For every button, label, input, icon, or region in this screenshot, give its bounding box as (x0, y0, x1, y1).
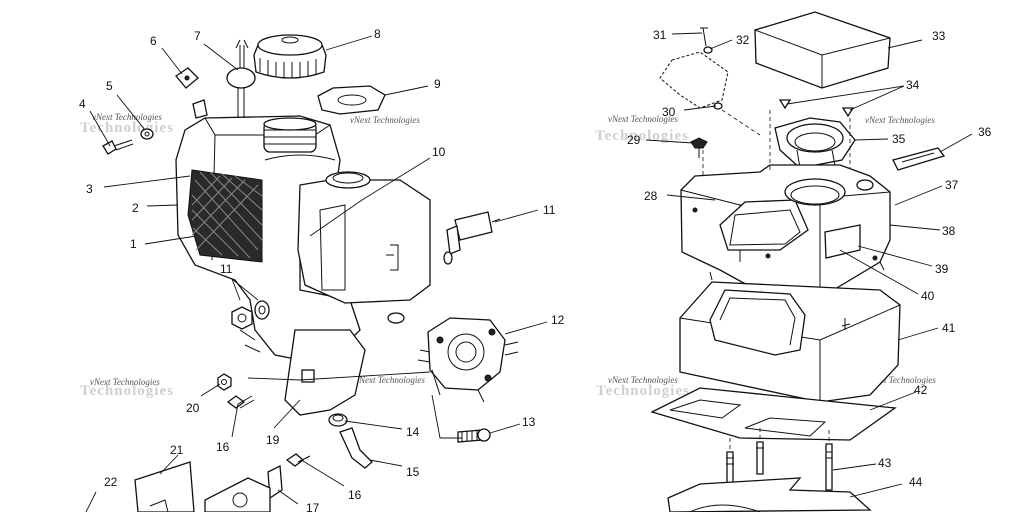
grommet (254, 300, 270, 320)
callout-16: 16 (216, 440, 230, 454)
callout-38: 38 (942, 224, 956, 238)
callout-41: 41 (942, 321, 956, 335)
callout-35: 35 (892, 132, 906, 146)
fuel-pump (427, 317, 506, 391)
screw (226, 395, 246, 409)
callout-36: 36 (978, 125, 992, 139)
fuel-fitting (328, 413, 348, 427)
callout-12: 12 (551, 313, 565, 327)
callout-44: 44 (909, 475, 923, 489)
watermark: vNext Technologies (90, 377, 160, 387)
cap-gasket (317, 85, 386, 115)
plate-gasket (134, 461, 195, 512)
screw (285, 453, 305, 467)
mounting-stud (756, 441, 764, 475)
callout-7: 7 (194, 29, 201, 43)
callout-2: 2 (132, 201, 139, 215)
heat-shield-mesh (187, 169, 263, 263)
leader-lines (85, 32, 973, 512)
callout-15: 15 (406, 465, 420, 479)
lower-plate (667, 477, 872, 512)
callout-34: 34 (906, 78, 920, 92)
callout-39: 39 (935, 262, 949, 276)
callout-17: 17 (306, 501, 320, 512)
callout-40: 40 (921, 289, 935, 303)
callout-10: 10 (432, 145, 446, 159)
callout-4: 4 (79, 97, 86, 111)
callout-3: 3 (86, 182, 93, 196)
callout-20: 20 (186, 401, 200, 415)
callout-19: 19 (266, 433, 280, 447)
push-pin (690, 137, 708, 149)
watermark: vNext Technologies (866, 375, 936, 385)
callout-30: 30 (662, 105, 676, 119)
callout-8: 8 (374, 27, 381, 41)
watermark: vNext Technologies (608, 375, 678, 385)
mounting-plate (650, 387, 897, 441)
callout-28: 28 (644, 189, 658, 203)
nut (217, 373, 232, 391)
fuel-sender-cap (226, 67, 256, 89)
tank-mount-bracket (284, 329, 366, 416)
callout-labels: 1 2 3 4 5 6 7 8 9 10 11 11 12 13 14 15 1… (79, 27, 992, 512)
outlet-fitting (387, 312, 405, 324)
watermark: vNext Technologies (865, 115, 935, 125)
fuel-tank-assembly (175, 115, 431, 416)
callout-6: 6 (150, 34, 157, 48)
cover-label (824, 224, 861, 259)
watermark: vNext Technologies (92, 112, 162, 122)
callout-22: 22 (104, 475, 118, 489)
watermark-ghost: Technologies (595, 128, 689, 144)
watermark-ghost: Technologies (80, 120, 174, 136)
decal (892, 147, 946, 171)
callout-31: 31 (653, 28, 667, 42)
callout-5: 5 (106, 79, 113, 93)
callout-37: 37 (945, 178, 959, 192)
callout-13: 13 (522, 415, 536, 429)
callout-1: 1 (130, 237, 137, 251)
callout-43: 43 (878, 456, 892, 470)
fuel-elbow (339, 427, 373, 469)
watermark-ghost: Technologies (80, 383, 174, 399)
air-filter-foam (754, 11, 891, 89)
callout-33: 33 (932, 29, 946, 43)
callout-11: 11 (220, 262, 233, 276)
watermark: vNext Technologies (355, 375, 425, 385)
callout-16: 16 (348, 488, 362, 502)
callout-32: 32 (736, 33, 750, 47)
callout-11: 11 (543, 203, 556, 217)
callout-42: 42 (914, 383, 928, 397)
washer (140, 128, 154, 140)
bracket-screw (703, 46, 713, 54)
watermark-ghost: Technologies (596, 383, 690, 399)
air-box-assembly (650, 11, 946, 512)
watermark-group: Technologies vNext Technologies vNext Te… (80, 112, 936, 399)
callout-9: 9 (434, 77, 441, 91)
mounting-stud (825, 443, 833, 491)
watermark: vNext Technologies (608, 114, 678, 124)
mounting-screw (102, 140, 117, 155)
fuel-shutoff-valve (454, 211, 493, 241)
callout-29: 29 (627, 133, 641, 147)
callout-21: 21 (170, 443, 184, 457)
callout-14: 14 (406, 425, 420, 439)
hex-grommet (231, 306, 253, 330)
watermark: vNext Technologies (350, 115, 420, 125)
